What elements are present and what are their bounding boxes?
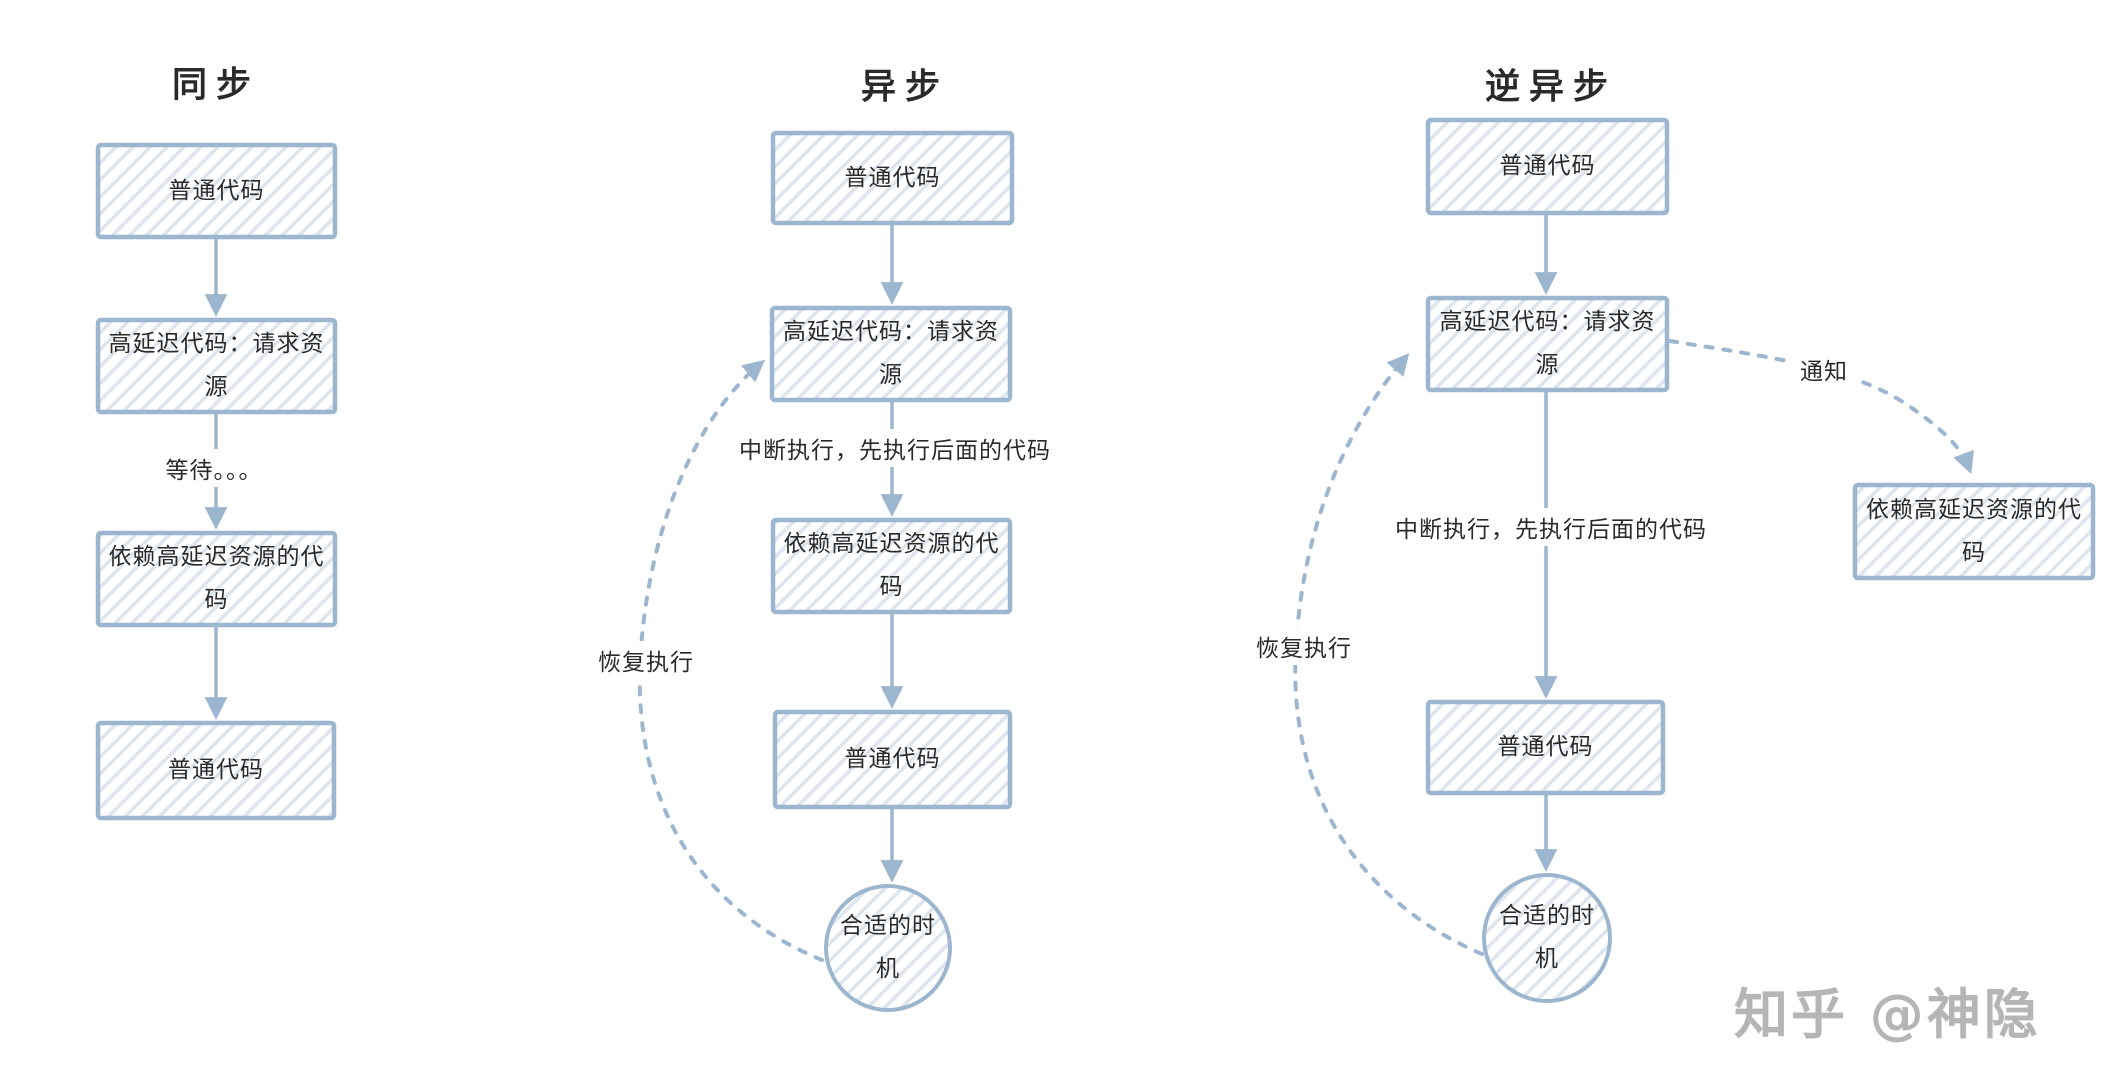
async-circle-timing (824, 884, 952, 1012)
invasync-circle-timing (1482, 873, 1612, 1003)
invasync-box-normal-2 (1425, 699, 1666, 796)
async-box-normal-2 (772, 709, 1013, 810)
async-interrupt-label: 中断执行，先执行后面的代码 (731, 429, 1059, 467)
invasync-box-dependent (1852, 482, 2096, 581)
sync-box-dependent-label: 依赖高延迟资源的代码 (108, 544, 325, 613)
invasync-box-latency (1425, 295, 1670, 393)
async-box-normal-1 (770, 130, 1015, 226)
invasync-resume-label: 恢复执行 (1248, 627, 1360, 665)
column-title-sync: 同步 (171, 65, 261, 106)
invasync-box-normal-1-label: 普通代码 (1499, 153, 1596, 179)
async-box-dependent-label: 依赖高延迟资源的代码 (783, 531, 1000, 600)
invasync-box-dependent-label: 依赖高延迟资源的代码 (1866, 496, 2082, 566)
sync-box-normal-2-label: 普通代码 (168, 757, 264, 783)
invasync-circle-timing-label: 合适的时机 (1499, 903, 1595, 972)
invasync-curve-notify (1668, 339, 1974, 475)
sync-box-normal-2 (95, 720, 337, 821)
async-box-latency (769, 305, 1013, 403)
invasync-interrupt-label: 中断执行，先执行后面的代码 (1387, 508, 1715, 546)
sync-wait-label: 等待。。。 (157, 449, 271, 487)
column-title-async: 异步 (860, 67, 950, 108)
invasync-curve-resume (1293, 352, 1484, 956)
invasync-box-normal-1 (1425, 117, 1670, 216)
sync-box-normal-1 (95, 142, 338, 240)
sync-box-latency (95, 317, 338, 415)
invasync-box-latency-label: 高延迟代码：请求资源 (1439, 309, 1656, 378)
watermark: 知乎 @神隐 (1734, 983, 2041, 1046)
column-title-invasync: 逆异步 (1484, 67, 1618, 108)
sync-box-dependent (95, 530, 338, 628)
sync-box-latency-label: 高延迟代码：请求资源 (108, 331, 325, 400)
sync-box-normal-1-label: 普通代码 (168, 177, 265, 204)
async-circle-timing-label: 合适的时机 (840, 913, 936, 982)
async-box-latency-label: 高延迟代码：请求资源 (783, 319, 999, 388)
async-box-normal-1-label: 普通代码 (844, 164, 941, 191)
async-resume-label: 恢复执行 (590, 641, 702, 679)
invasync-notify-label: 通知 (1792, 350, 1856, 388)
async-box-normal-2-label: 普通代码 (844, 746, 941, 772)
invasync-box-normal-2-label: 普通代码 (1497, 734, 1594, 760)
async-box-dependent (770, 517, 1013, 615)
